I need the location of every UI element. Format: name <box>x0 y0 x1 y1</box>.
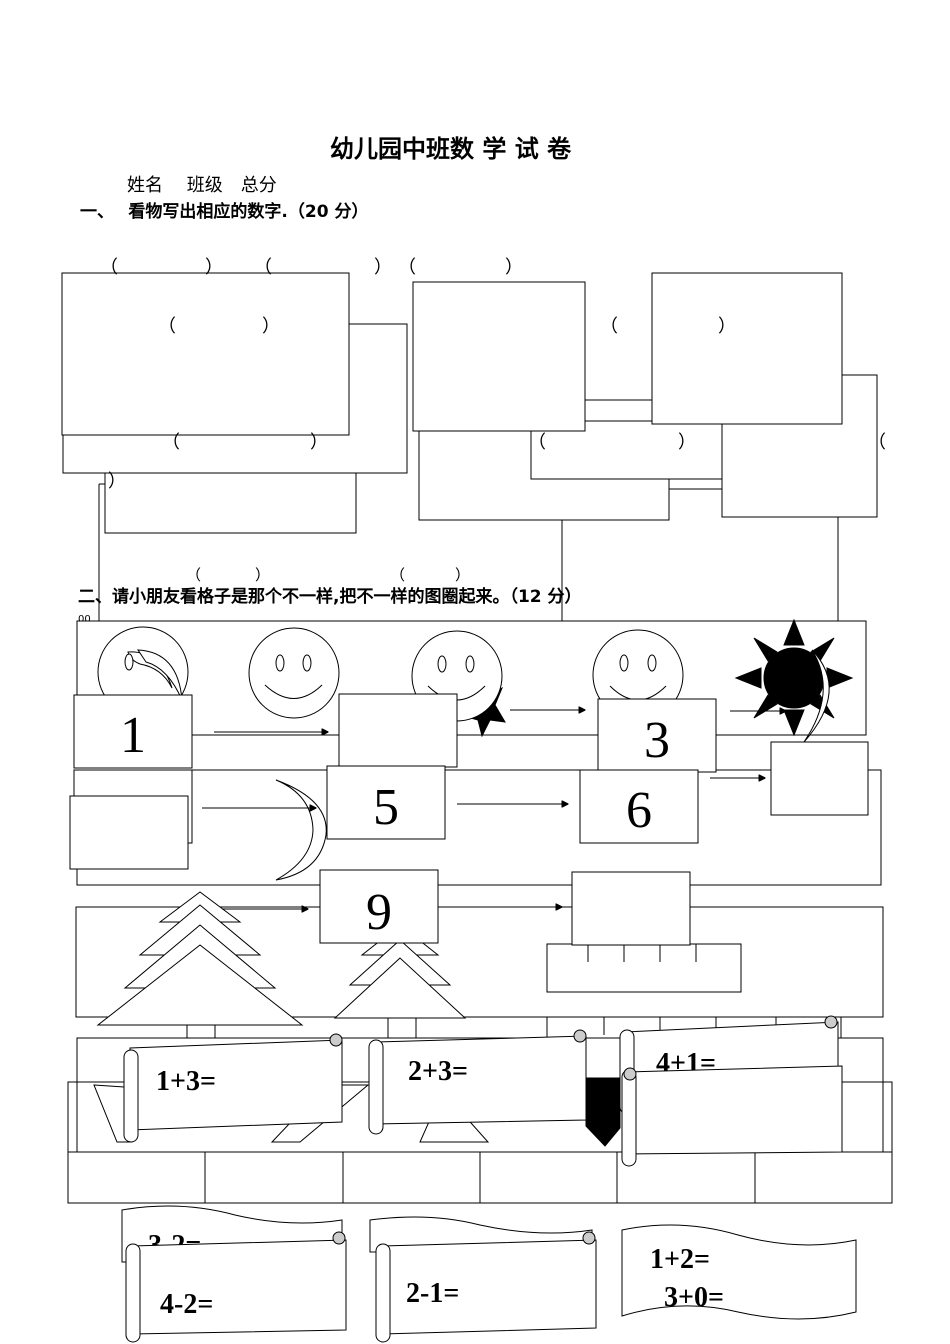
paren: ） <box>108 471 126 492</box>
section-1-heading: 一、 看物写出相应的数字.（20 分） <box>80 201 368 222</box>
paren: ） <box>255 566 270 584</box>
answer-box <box>104 465 357 534</box>
equation-text: 1+2= <box>650 1244 710 1275</box>
paren: ） <box>310 432 328 453</box>
number-box-empty <box>338 693 458 768</box>
paren: ） <box>505 257 523 278</box>
answer-box <box>651 272 843 425</box>
number-sequence: 1 3 5 6 9 <box>69 693 869 946</box>
section-2-heading: 二、请小朋友看格子是那个不一样,把不一样的图圈起来。（12 分） <box>78 586 582 607</box>
pine-tree-icon <box>96 891 304 1046</box>
paren: （ <box>254 257 272 278</box>
answer-box <box>412 281 586 432</box>
eye-icon <box>124 653 134 671</box>
paren: （ <box>186 566 201 584</box>
equation-scroll: 2+3= <box>368 1029 587 1135</box>
equation-scroll: 2-1= <box>369 1216 597 1343</box>
equation-text: 2+3= <box>408 1056 468 1087</box>
section-1-boxes <box>61 272 878 625</box>
number-box <box>579 769 699 844</box>
answer-box <box>61 272 350 436</box>
paren: ） <box>262 316 280 337</box>
equation-scroll: 4-2= <box>125 1231 347 1343</box>
smiley-face-icon <box>248 627 340 719</box>
row-2-frame <box>76 769 882 886</box>
number-box <box>597 698 717 773</box>
paren: ） <box>374 257 392 278</box>
paren: （ <box>390 566 405 584</box>
paren: ） <box>718 316 736 337</box>
equation-scroll: 1+3= <box>123 1033 343 1143</box>
paren: ） <box>678 432 696 453</box>
number-box <box>326 765 446 840</box>
student-info-line: 姓名 班级 总分 <box>127 175 277 196</box>
smiley-face-icon <box>592 629 684 721</box>
sequence-number: 9 <box>366 884 392 941</box>
paren: （ <box>158 316 176 337</box>
number-box-empty <box>770 741 869 816</box>
answer-parentheses: （ ） （ ） （ ） （ ） （ ） （ ） （ ） （ ） （ ） （ ） <box>100 257 886 584</box>
equation-text: 4-2= <box>160 1289 213 1320</box>
paren: （ <box>162 432 180 453</box>
equation-text: 2-1= <box>406 1278 459 1309</box>
number-box-empty <box>571 871 691 946</box>
sequence-number: 1 <box>120 707 146 764</box>
paren: （ <box>398 257 416 278</box>
sequence-number: 3 <box>644 712 670 769</box>
number-box <box>319 869 439 944</box>
sequence-number: 5 <box>373 779 399 836</box>
stray-mark: 00 <box>78 614 91 625</box>
equation-text: 1+3= <box>156 1066 216 1097</box>
number-box-empty <box>69 795 189 870</box>
sun-icon <box>734 618 854 743</box>
paren: （ <box>868 432 886 453</box>
ruler-icon <box>546 943 742 993</box>
paren: （ <box>100 257 118 278</box>
paren: （ <box>528 432 546 453</box>
sequence-number: 6 <box>626 782 652 839</box>
equation-scroll-empty <box>621 1065 843 1167</box>
paren: ） <box>455 566 470 584</box>
paren: （ <box>600 316 618 337</box>
paren: ） <box>205 257 223 278</box>
number-box <box>73 694 193 769</box>
equation-text: 3+0= <box>664 1282 724 1313</box>
equation-scroll: 1+2= 3+0= <box>621 1224 857 1320</box>
page-title: 幼儿园中班数 学 试 卷 <box>330 135 572 163</box>
